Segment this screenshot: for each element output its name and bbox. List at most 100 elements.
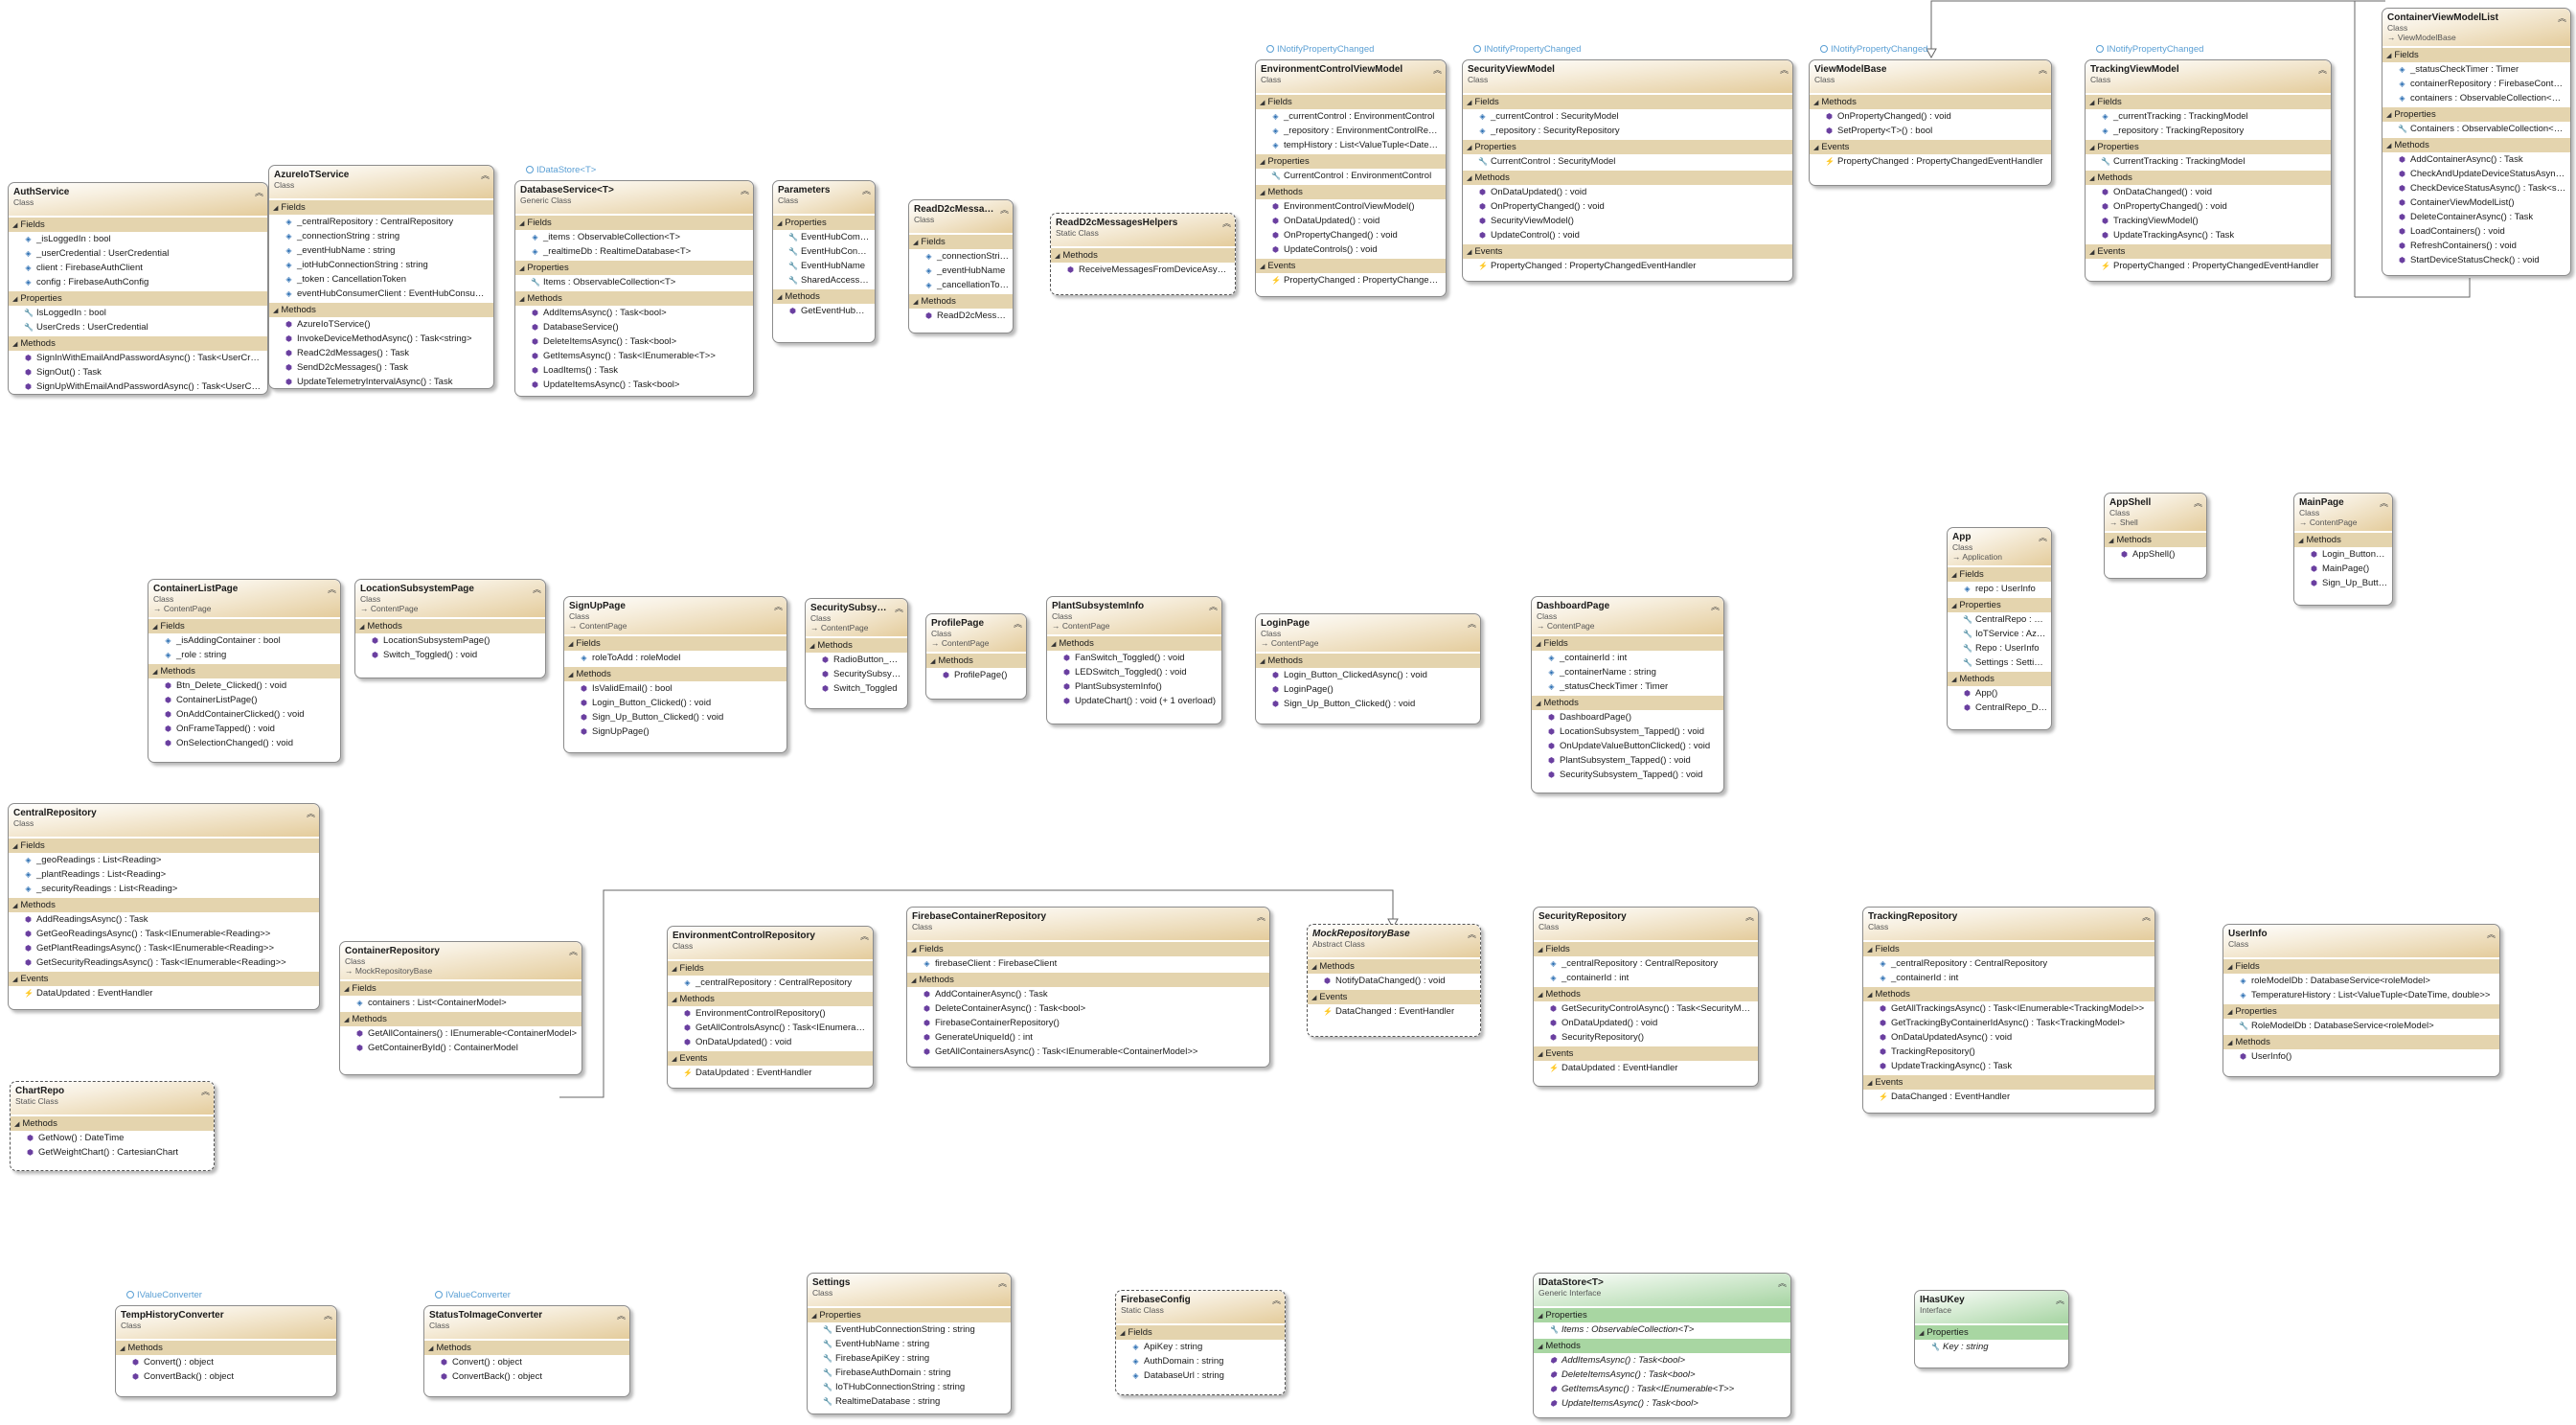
member-row[interactable]: ⬢Login_Button_Clicked() : void [564,696,786,710]
member-row[interactable]: 🔧Key : string [1915,1340,2068,1354]
collapse-chevron-icon[interactable]: ︽ [1710,602,1720,611]
member-row[interactable]: ◈_centralRepository : CentralRepository [668,976,873,990]
member-row[interactable]: ⬢Login_Button_Clicked() [2294,547,2392,562]
section-header-properties[interactable]: ◢Properties [515,261,753,275]
member-row[interactable]: ⬢Switch_Toggled() : void [355,648,545,662]
expand-triangle-icon[interactable]: ◢ [911,977,917,984]
member-row[interactable]: 🔧SharedAccessKeyName [773,273,875,287]
member-row[interactable]: ⬢DeleteItemsAsync() : Task<bool> [515,334,753,349]
member-row[interactable]: ⬢EnvironmentControlRepository() [668,1006,873,1021]
interface-lollipop[interactable]: INotifyPropertyChanged [1266,44,1374,55]
expand-triangle-icon[interactable]: ◢ [1051,641,1057,648]
section-header-fields[interactable]: ◢Fields [269,200,493,215]
section-header-methods[interactable]: ◢Methods [806,638,907,653]
collapse-chevron-icon[interactable]: ︽ [740,186,749,195]
member-row[interactable]: ⬢DashboardPage() [1532,710,1723,724]
member-row[interactable]: ◈containers : ObservableCollection<Conta… [2382,91,2570,105]
section-header-methods[interactable]: ◢Methods [424,1341,629,1355]
section-header-methods[interactable]: ◢Methods [773,289,875,304]
section-header-fields[interactable]: ◢Fields [515,216,753,230]
member-row[interactable]: ⬢GetContainerById() : ContainerModel [340,1041,581,1055]
member-row[interactable]: ⬢TrackingViewModel() [2086,214,2331,228]
member-row[interactable]: ⬢RadioButton_CheckedChanged [806,653,907,667]
member-row[interactable]: ⬢AppShell() [2105,547,2206,562]
section-header-fields[interactable]: ◢Fields [1948,567,2051,582]
expand-triangle-icon[interactable]: ◢ [1260,100,1265,106]
section-header-fields[interactable]: ◢Fields [2382,48,2570,62]
expand-triangle-icon[interactable]: ◢ [12,977,18,983]
section-header-properties[interactable]: ◢Properties [1948,598,2051,612]
member-row[interactable]: ◈_currentControl : EnvironmentControl [1256,109,1446,124]
class-header[interactable]: DatabaseService<T>Generic Class︽ [515,181,753,214]
collapse-chevron-icon[interactable]: ︽ [2557,13,2566,23]
expand-triangle-icon[interactable]: ◢ [1260,264,1265,270]
expand-triangle-icon[interactable]: ◢ [811,1313,817,1320]
expand-triangle-icon[interactable]: ◢ [911,947,917,954]
section-header-fields[interactable]: ◢Fields [340,981,581,996]
collapse-chevron-icon[interactable]: ︽ [2486,930,2496,939]
section-header-methods[interactable]: ◢Methods [269,303,493,317]
member-row[interactable]: ⬢SignInWithEmailAndPasswordAsync() : Tas… [9,351,267,365]
expand-triangle-icon[interactable]: ◢ [1813,145,1819,151]
member-row[interactable]: ◈_isAddingContainer : bool [148,633,340,648]
member-row[interactable]: 🔧Settings : Settings [1948,655,2051,670]
interface-lollipop[interactable]: IValueConverter [126,1290,202,1300]
member-row[interactable]: ◈_isLoggedIn : bool [9,232,267,246]
expand-triangle-icon[interactable]: ◢ [1260,658,1265,665]
member-row[interactable]: 🔧EventHubName [773,259,875,273]
section-header-fields[interactable]: ◢Fields [1532,636,1723,651]
member-row[interactable]: ⬢ConvertBack() : object [424,1369,629,1384]
member-row[interactable]: ◈_connectionString [909,249,1013,264]
section-header-methods[interactable]: ◢Methods [1863,987,2154,1001]
expand-triangle-icon[interactable]: ◢ [12,222,18,229]
member-row[interactable]: ◈_geoReadings : List<Reading> [9,853,319,867]
member-row[interactable]: ⬢ContainerListPage() [148,693,340,707]
member-row[interactable]: 🔧IsLoggedIn : bool [9,306,267,320]
collapse-chevron-icon[interactable]: ︽ [532,585,541,594]
member-row[interactable]: 🔧EventHubName : string [808,1337,1011,1351]
member-row[interactable]: ⬢GetWeightChart() : CartesianChart [11,1145,214,1160]
member-row[interactable]: ⬢MainPage() [2294,562,2392,576]
member-row[interactable]: 🔧EventHubCompatibleEndpoint [773,230,875,244]
member-row[interactable]: ◈_plantReadings : List<Reading> [9,867,319,882]
collapse-chevron-icon[interactable]: ︽ [1744,912,1754,922]
collapse-chevron-icon[interactable]: ︽ [859,931,869,941]
member-row[interactable]: ◈_centralRepository : CentralRepository [1534,956,1758,971]
member-row[interactable]: 🔧Items : ObservableCollection<T> [1534,1322,1790,1337]
expand-triangle-icon[interactable]: ◢ [1867,992,1873,999]
collapse-chevron-icon[interactable]: ︽ [1256,912,1265,922]
collapse-chevron-icon[interactable]: ︽ [999,205,1009,215]
section-header-properties[interactable]: ◢Properties [2223,1004,2499,1019]
collapse-chevron-icon[interactable]: ︽ [2038,533,2047,542]
section-header-fields[interactable]: ◢Fields [909,235,1013,249]
section-header-methods[interactable]: ◢Methods [340,1012,581,1026]
member-row[interactable]: ◈_iotHubConnectionString : string [269,258,493,272]
member-row[interactable]: ⬢SignUpPage() [564,724,786,739]
member-row[interactable]: ⬢Convert() : object [424,1355,629,1369]
expand-triangle-icon[interactable]: ◢ [2089,249,2095,256]
member-row[interactable]: ⚡DataUpdated : EventHandler [9,986,319,1000]
member-row[interactable]: ◈_centralRepository : CentralRepository [269,215,493,229]
member-row[interactable]: ⬢Switch_Toggled [806,681,907,696]
section-header-properties[interactable]: ◢Properties [1463,140,1792,154]
member-row[interactable]: ⬢OnPropertyChanged() : void [1810,109,2051,124]
member-row[interactable]: ⚡DataChanged : EventHandler [1863,1090,2154,1104]
member-row[interactable]: ⬢StartDeviceStatusCheck() : void [2382,253,2570,267]
expand-triangle-icon[interactable]: ◢ [12,341,18,348]
section-header-fields[interactable]: ◢Fields [9,218,267,232]
member-row[interactable]: ◈config : FirebaseAuthConfig [9,275,267,289]
member-row[interactable]: ⬢SecurityViewModel() [1463,214,1792,228]
collapse-chevron-icon[interactable]: ︽ [1208,602,1218,611]
section-header-methods[interactable]: ◢Methods [564,667,786,681]
member-row[interactable]: ⬢GetAllContainersAsync() : Task<IEnumera… [907,1045,1269,1059]
